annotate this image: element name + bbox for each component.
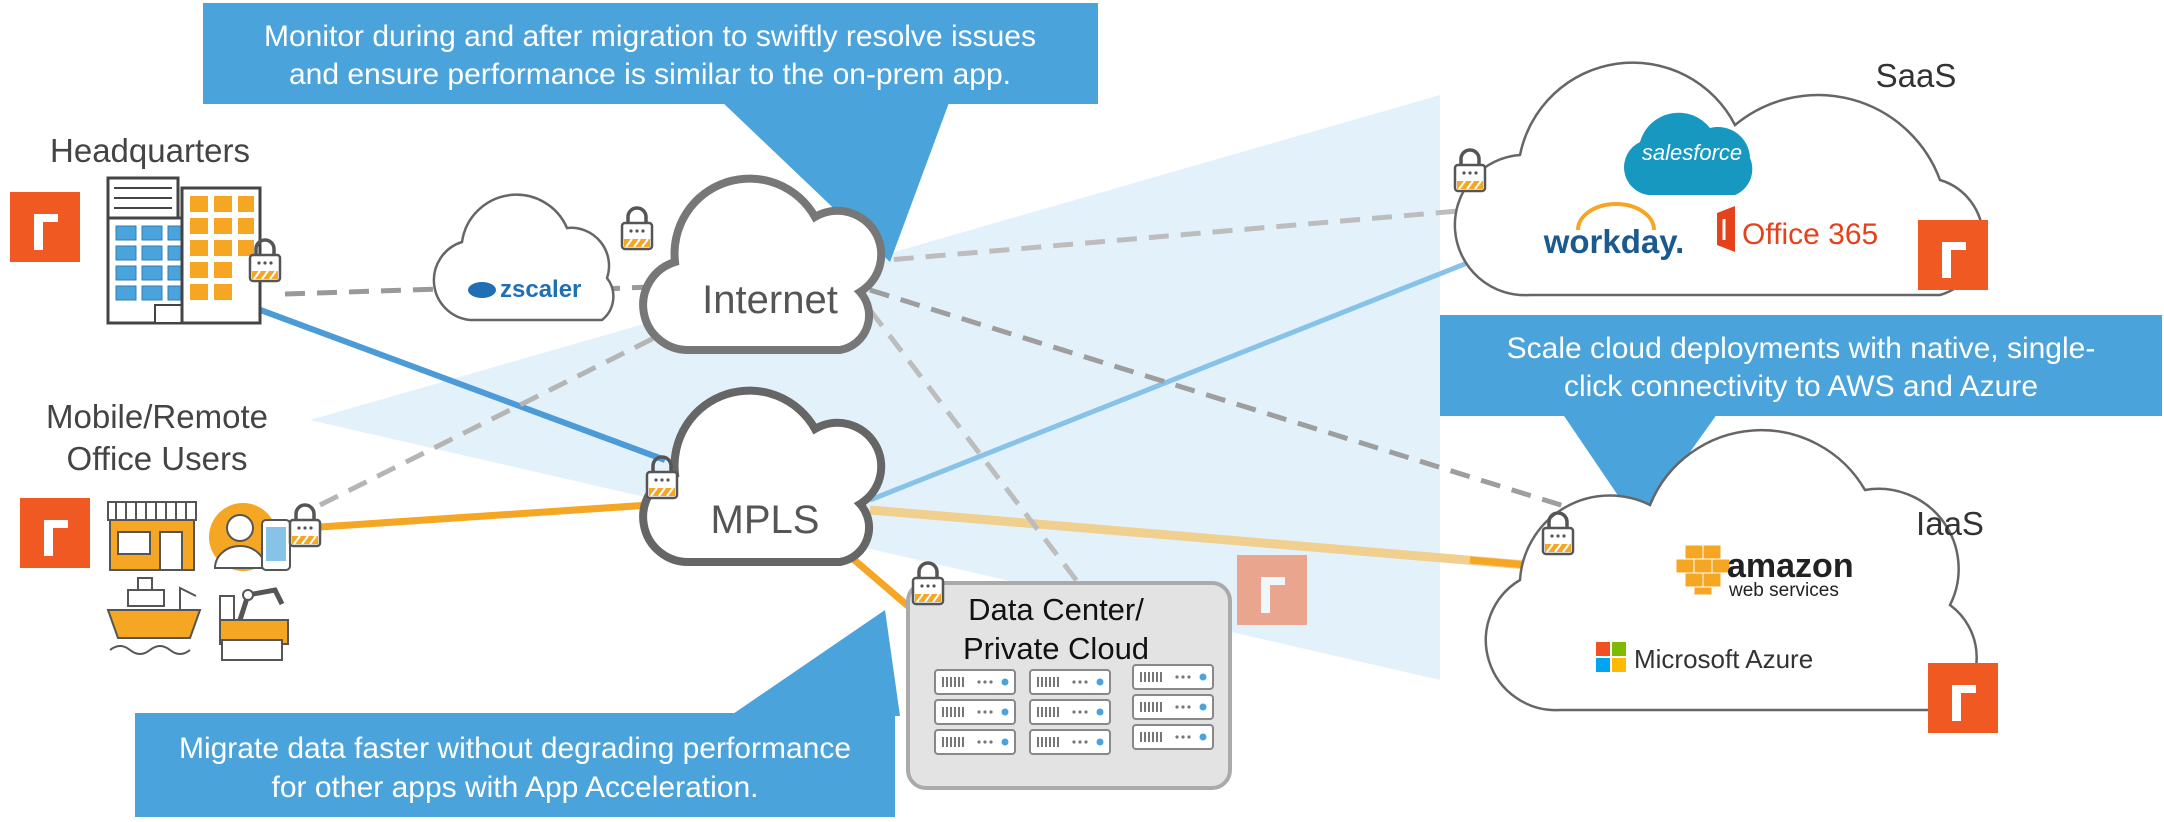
data-center-label-line2: Private Cloud bbox=[963, 631, 1149, 666]
monitor-callout-pointer bbox=[720, 100, 950, 262]
monitor-callout-box bbox=[203, 3, 1098, 104]
monitor-callout-line2: and ensure performance is similar to the… bbox=[289, 58, 1011, 91]
scale-callout-line2: click connectivity to AWS and Azure bbox=[1564, 370, 2038, 403]
mobile-remote-label-line2: Office Users bbox=[67, 440, 248, 477]
scale-callout: Scale cloud deployments with native, sin… bbox=[1440, 315, 2162, 525]
remote-to-mpls-link bbox=[319, 501, 651, 531]
mpls-to-saas-link bbox=[869, 245, 1506, 503]
internet-to-datacenter-link bbox=[868, 308, 1082, 587]
mobile-remote-label-line1: Mobile/Remote bbox=[46, 398, 268, 435]
lock-icon bbox=[911, 561, 945, 606]
data-center-site: Data Center/ Private Cloud bbox=[906, 555, 1307, 790]
workday-logo-text: workday. bbox=[1543, 223, 1685, 260]
monitor-callout-line1: Monitor during and after migration to sw… bbox=[264, 20, 1036, 53]
saas-cloud: SaaS salesforce workday. Office 365 bbox=[1453, 57, 1988, 297]
internet-to-saas-link bbox=[829, 207, 1471, 268]
brand-logo-icon bbox=[1237, 555, 1307, 625]
mobile-user-icon bbox=[209, 503, 291, 571]
hq-to-zscaler-link bbox=[284, 286, 441, 297]
brand-logo-icon bbox=[10, 192, 80, 262]
remote-to-internet-link bbox=[318, 312, 702, 508]
migrate-callout-line2: for other apps with App Acceleration. bbox=[272, 771, 759, 804]
ship-icon bbox=[106, 577, 202, 655]
brand-logo-icon bbox=[20, 498, 90, 568]
brand-logo-icon bbox=[1918, 220, 1988, 290]
aws-logo-subtext: web services bbox=[1728, 580, 1839, 601]
internet-cloud: Internet bbox=[620, 174, 886, 355]
lock-icon bbox=[288, 503, 322, 548]
salesforce-logo: salesforce bbox=[1624, 112, 1753, 195]
migrate-callout-box bbox=[135, 713, 895, 817]
internet-to-iaas-link bbox=[869, 287, 1626, 528]
zscaler-logo-text: zscaler bbox=[500, 276, 581, 303]
headquarters-site: Headquarters bbox=[10, 132, 282, 325]
lock-icon bbox=[1453, 148, 1487, 193]
scale-callout-line1: Scale cloud deployments with native, sin… bbox=[1507, 332, 2096, 365]
scale-callout-box bbox=[1440, 315, 2162, 416]
mobile-remote-site: Mobile/Remote Office Users bbox=[20, 398, 322, 661]
storefront-icon bbox=[107, 501, 197, 571]
mpls-cloud: MPLS bbox=[639, 386, 886, 567]
mpls-to-iaas-link bbox=[869, 505, 1551, 572]
amazon-logo-text: amazon bbox=[1727, 547, 1854, 585]
scale-callout-pointer bbox=[1560, 410, 1720, 525]
aws-logo: amazon web services bbox=[1675, 544, 1854, 601]
connection-lines bbox=[253, 207, 1626, 615]
mpls-cloud-label: MPLS bbox=[711, 498, 820, 542]
brand-logo-icon bbox=[1928, 663, 1998, 733]
hq-to-mpls-link bbox=[253, 305, 667, 463]
building-icon bbox=[106, 176, 262, 325]
microsoft-azure-logo: Microsoft Azure bbox=[1596, 642, 1813, 674]
saas-label: SaaS bbox=[1876, 57, 1957, 94]
salesforce-logo-text: salesforce bbox=[1642, 140, 1742, 165]
industrial-robot-icon bbox=[219, 587, 289, 661]
migrate-callout: Migrate data faster without degrading pe… bbox=[135, 610, 900, 817]
headquarters-label: Headquarters bbox=[50, 132, 250, 169]
iaas-label: IaaS bbox=[1916, 505, 1984, 542]
server-rack-icon bbox=[934, 664, 1214, 755]
office365-logo: Office 365 bbox=[1717, 206, 1878, 252]
migrate-callout-pointer bbox=[730, 610, 900, 716]
internet-cloud-label: Internet bbox=[702, 278, 838, 322]
migrate-callout-line1: Migrate data faster without degrading pe… bbox=[179, 732, 851, 765]
lock-icon bbox=[620, 206, 654, 251]
zscaler-cloud: zscaler bbox=[432, 193, 615, 322]
monitor-callout: Monitor during and after migration to sw… bbox=[203, 3, 1098, 262]
office365-logo-text: Office 365 bbox=[1742, 218, 1878, 251]
workday-logo: workday. bbox=[1543, 202, 1685, 260]
data-center-label-line1: Data Center/ bbox=[968, 592, 1144, 627]
iaas-cloud: IaaS amazon web services Microsoft Azure bbox=[1484, 428, 1998, 733]
mpls-to-datacenter-link bbox=[842, 549, 918, 615]
azure-logo-text: Microsoft Azure bbox=[1634, 644, 1813, 674]
